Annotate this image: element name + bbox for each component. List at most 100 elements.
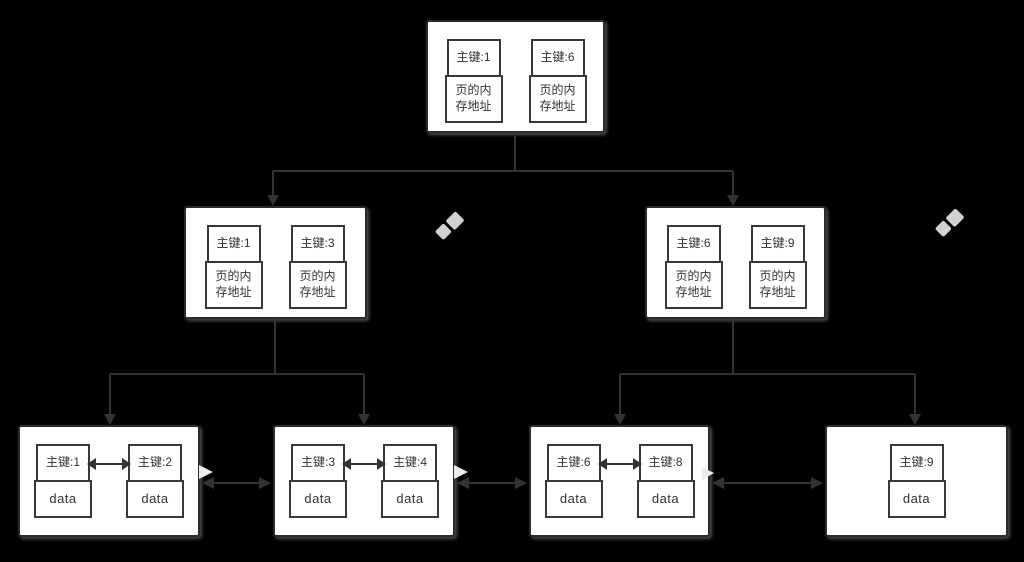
root-to-internal-connector bbox=[272, 133, 734, 197]
watermark-glyph bbox=[434, 223, 452, 241]
key-cell: 主键:4 bbox=[383, 444, 437, 482]
data-label: data bbox=[902, 490, 931, 506]
leaf-link-arrowhead-icon bbox=[712, 477, 724, 489]
key-cell: 主键:6 bbox=[546, 444, 601, 482]
pointer-cell: 页的内存地址 bbox=[528, 75, 587, 123]
data-label: data bbox=[559, 490, 588, 506]
leaf-node-3: 主键:6 data 主键:8 data bbox=[529, 425, 710, 537]
key-cell: 主键:1 bbox=[36, 444, 90, 482]
next-pointer-icon bbox=[199, 465, 213, 479]
pointer-cell: 页的内存地址 bbox=[444, 75, 503, 123]
leaf-entries: 主键:9 data bbox=[827, 427, 1006, 518]
key-label: 主键:6 bbox=[556, 455, 591, 470]
arrowhead-down-icon bbox=[727, 195, 739, 206]
leaf-link-arrowhead-icon bbox=[515, 477, 527, 489]
key-label: 主键:9 bbox=[899, 455, 934, 470]
data-cell: data bbox=[887, 480, 946, 518]
key-label: 主键:6 bbox=[540, 50, 575, 65]
record-entry: 主键:2 data bbox=[126, 444, 184, 518]
internal-node-right: 主键:6 页的内存地址 主键:9 页的内存地址 bbox=[645, 206, 826, 319]
arrowhead-down-icon bbox=[104, 414, 116, 425]
data-cell: data bbox=[34, 480, 92, 518]
watermark bbox=[418, 195, 480, 257]
pointer-label: 页的内存地址 bbox=[299, 269, 336, 299]
record-link-arrow-icon bbox=[597, 458, 642, 470]
record-link-arrow-icon bbox=[87, 458, 131, 470]
leaf-link-arrowhead-icon bbox=[457, 477, 469, 489]
data-label: data bbox=[396, 490, 424, 506]
leaf-entries: 主键:3 data 主键:4 data bbox=[275, 427, 453, 518]
pointer-cell: 页的内存地址 bbox=[664, 261, 723, 309]
leaf-node-1: 主键:1 data 主键:2 data bbox=[18, 425, 200, 537]
key-label: 主键:3 bbox=[300, 455, 335, 470]
record-entry: 主键:3 data bbox=[289, 444, 347, 518]
leaf-link-arrowhead-icon bbox=[811, 477, 823, 489]
key-cell: 主键:1 bbox=[206, 225, 261, 263]
record-entry: 主键:9 data bbox=[887, 444, 946, 518]
key-label: 主键:1 bbox=[216, 236, 251, 251]
watermark bbox=[918, 192, 980, 254]
key-label: 主键:8 bbox=[648, 455, 683, 470]
record-entry: 主键:1 data bbox=[34, 444, 92, 518]
arrowhead-down-icon bbox=[909, 414, 921, 425]
index-entry: 主键:1 页的内存地址 bbox=[444, 39, 503, 123]
key-cell: 主键:1 bbox=[446, 39, 501, 77]
data-label: data bbox=[304, 490, 332, 506]
root-node: 主键:1 页的内存地址 主键:6 页的内存地址 bbox=[426, 20, 605, 133]
leaf-link-arrowhead-icon bbox=[259, 477, 271, 489]
pointer-label: 页的内存地址 bbox=[215, 269, 252, 299]
data-label: data bbox=[141, 490, 169, 506]
pointer-label: 页的内存地址 bbox=[675, 269, 712, 299]
index-entry: 主键:6 页的内存地址 bbox=[528, 39, 587, 123]
internal-node-left: 主键:1 页的内存地址 主键:3 页的内存地址 bbox=[184, 206, 367, 319]
key-label: 主键:3 bbox=[300, 236, 335, 251]
pointer-label: 页的内存地址 bbox=[759, 269, 796, 299]
key-label: 主键:4 bbox=[392, 455, 427, 470]
data-label: data bbox=[651, 490, 680, 506]
index-entry: 主键:9 页的内存地址 bbox=[748, 225, 807, 309]
root-entries: 主键:1 页的内存地址 主键:6 页的内存地址 bbox=[428, 22, 603, 123]
key-cell: 主键:6 bbox=[530, 39, 585, 77]
key-cell: 主键:6 bbox=[666, 225, 721, 263]
data-cell: data bbox=[636, 480, 695, 518]
key-cell: 主键:2 bbox=[128, 444, 182, 482]
arrowhead-down-icon bbox=[614, 414, 626, 425]
data-cell: data bbox=[381, 480, 439, 518]
arrowhead-down-icon bbox=[358, 414, 370, 425]
internal-left-to-leaves-connector bbox=[109, 319, 365, 416]
record-entry: 主键:8 data bbox=[636, 444, 695, 518]
pointer-cell: 页的内存地址 bbox=[204, 261, 263, 309]
data-cell: data bbox=[544, 480, 603, 518]
pointer-label: 页的内存地址 bbox=[455, 83, 492, 113]
key-label: 主键:2 bbox=[137, 455, 172, 470]
internal-right-to-leaves-connector bbox=[619, 319, 916, 416]
leaf-node-2: 主键:3 data 主键:4 data bbox=[273, 425, 455, 537]
index-entry: 主键:6 页的内存地址 bbox=[664, 225, 723, 309]
pointer-cell: 页的内存地址 bbox=[288, 261, 347, 309]
arrowhead-down-icon bbox=[267, 195, 279, 206]
key-cell: 主键:8 bbox=[638, 444, 693, 482]
leaf-node-4: 主键:9 data bbox=[825, 425, 1008, 537]
pointer-cell: 页的内存地址 bbox=[748, 261, 807, 309]
index-entry: 主键:1 页的内存地址 bbox=[204, 225, 263, 309]
leaf-link-arrowhead-icon bbox=[202, 477, 214, 489]
leaf-entries: 主键:1 data 主键:2 data bbox=[20, 427, 198, 518]
leaf-entries: 主键:6 data 主键:8 data bbox=[531, 427, 708, 518]
internal-entries: 主键:6 页的内存地址 主键:9 页的内存地址 bbox=[647, 208, 824, 309]
key-label: 主键:9 bbox=[760, 236, 795, 251]
next-pointer-icon bbox=[454, 465, 468, 479]
record-entry: 主键:6 data bbox=[544, 444, 603, 518]
record-link-arrow-icon bbox=[342, 458, 386, 470]
key-cell: 主键:9 bbox=[750, 225, 805, 263]
key-cell: 主键:3 bbox=[291, 444, 345, 482]
key-label: 主键:1 bbox=[456, 50, 491, 65]
data-cell: data bbox=[126, 480, 184, 518]
index-entry: 主键:3 页的内存地址 bbox=[288, 225, 347, 309]
data-cell: data bbox=[289, 480, 347, 518]
key-cell: 主键:3 bbox=[290, 225, 345, 263]
pointer-label: 页的内存地址 bbox=[539, 83, 576, 113]
data-label: data bbox=[49, 490, 77, 506]
record-entry: 主键:4 data bbox=[381, 444, 439, 518]
key-label: 主键:1 bbox=[45, 455, 80, 470]
